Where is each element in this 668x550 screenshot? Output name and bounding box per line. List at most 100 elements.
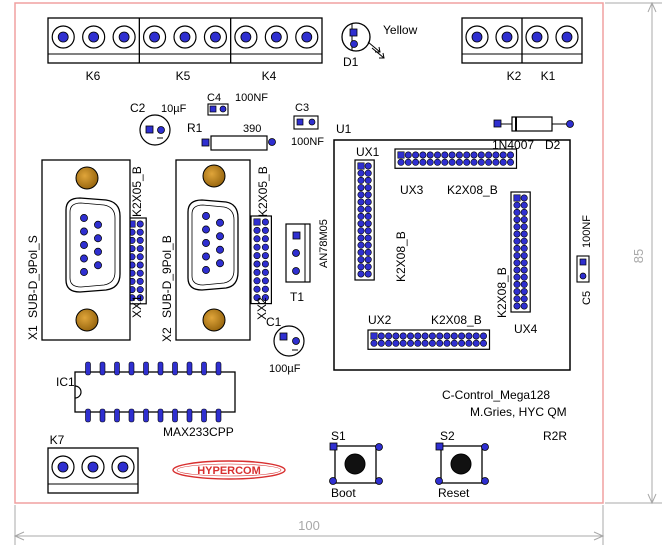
header-pin xyxy=(479,339,487,347)
s2-label: Reset xyxy=(438,486,470,500)
header-pin xyxy=(370,339,378,347)
header-xx2 xyxy=(250,215,272,305)
dsub-pin xyxy=(202,212,210,220)
diode-d2 xyxy=(493,116,574,132)
ic-pin xyxy=(85,408,91,423)
header-pin xyxy=(261,243,269,251)
s2-ref: S2 xyxy=(440,429,455,443)
dimension-width xyxy=(13,505,605,545)
r1-label: R1 xyxy=(187,121,203,135)
capacitor-c3 xyxy=(293,115,319,130)
x2-part: SUB-D_9Pol_B xyxy=(160,235,174,318)
header-pin xyxy=(419,158,427,166)
dsub-pin xyxy=(94,220,102,229)
header-pin xyxy=(261,268,269,276)
header-pin xyxy=(377,339,385,347)
header-pin xyxy=(357,227,365,235)
header-pin xyxy=(414,332,422,340)
dsub-pin xyxy=(94,261,102,270)
header-pin xyxy=(506,158,514,166)
header-pin xyxy=(485,158,493,166)
c5-value: 100NF xyxy=(581,215,593,248)
header-pin xyxy=(520,230,528,238)
header-pin xyxy=(428,339,436,347)
header-pin xyxy=(392,332,400,340)
dsub-pin xyxy=(216,232,224,241)
header-pin xyxy=(364,191,372,199)
k5-label: K5 xyxy=(176,69,191,83)
header-pin xyxy=(253,285,261,293)
header-pin xyxy=(450,332,458,340)
header-pin xyxy=(364,270,372,278)
header-pin xyxy=(364,248,372,256)
switch-s1 xyxy=(329,442,383,485)
ic1-max233 xyxy=(74,361,236,423)
header-pin xyxy=(412,151,420,159)
header-pin xyxy=(436,332,444,340)
header-pin xyxy=(364,184,372,192)
header-pin xyxy=(441,151,449,159)
header-pin xyxy=(364,169,372,177)
header-pin xyxy=(443,339,451,347)
board-title: C-Control_Mega128 xyxy=(442,388,550,402)
c2-value: 10µF xyxy=(161,103,187,115)
dsub-pin xyxy=(94,247,102,256)
c3-label: C3 xyxy=(295,102,309,114)
header-pin xyxy=(465,332,473,340)
dsub-pin xyxy=(80,241,88,249)
header-pin xyxy=(513,230,521,238)
dsub-pin xyxy=(80,214,88,222)
header-pin xyxy=(520,252,528,260)
x1-part: SUB-D_9Pol_S xyxy=(26,235,40,318)
header-pin xyxy=(399,332,407,340)
header-pin xyxy=(136,228,144,236)
ic-pin xyxy=(143,361,149,376)
header-pin xyxy=(136,294,144,302)
header-pin xyxy=(406,332,414,340)
logo-text: HYPERCOM xyxy=(197,465,261,477)
header-pin xyxy=(364,256,372,264)
header-pin xyxy=(136,269,144,277)
header-pin xyxy=(455,151,463,159)
header-pin xyxy=(414,339,422,347)
header-pin xyxy=(448,151,456,159)
ux4-label: UX4 xyxy=(514,322,538,336)
header-pin xyxy=(419,151,427,159)
terminal-k2-k1 xyxy=(461,17,583,64)
xx1-ref: XX1 xyxy=(130,295,144,318)
header-pin xyxy=(513,280,521,288)
c2-label: C2 xyxy=(130,101,146,115)
dsub-pin xyxy=(94,234,102,243)
header-pin xyxy=(513,259,521,267)
header-pin xyxy=(463,158,471,166)
terminal-pad xyxy=(117,461,129,473)
header-pin xyxy=(253,243,261,251)
header-body xyxy=(367,329,491,350)
k7-label: K7 xyxy=(50,433,65,447)
header-pin xyxy=(520,280,528,288)
header-pin xyxy=(520,244,528,252)
header-pin xyxy=(253,235,261,243)
header-pin xyxy=(513,223,521,231)
terminal-pad xyxy=(270,31,282,43)
header-pin xyxy=(520,288,528,296)
header-pin xyxy=(470,158,478,166)
header-pin xyxy=(520,302,528,310)
header-xx1 xyxy=(125,217,147,305)
header-pin xyxy=(136,253,144,261)
header-pin xyxy=(364,198,372,206)
header-pin xyxy=(357,256,365,264)
regulator-t1-label: T1 xyxy=(290,290,304,304)
terminal-blocks xyxy=(47,17,583,494)
c3-value: 100NF xyxy=(291,136,324,148)
header-pin xyxy=(364,212,372,220)
header-pin xyxy=(385,339,393,347)
led-ref-label: D1 xyxy=(343,55,359,69)
regulator-part: AN78M05 xyxy=(318,219,330,268)
terminal-pad xyxy=(240,31,252,43)
ic-pin xyxy=(99,408,106,423)
dimension-height-label: 85 xyxy=(631,249,646,263)
regulator-t1 xyxy=(285,223,311,283)
header-pin xyxy=(136,236,144,244)
